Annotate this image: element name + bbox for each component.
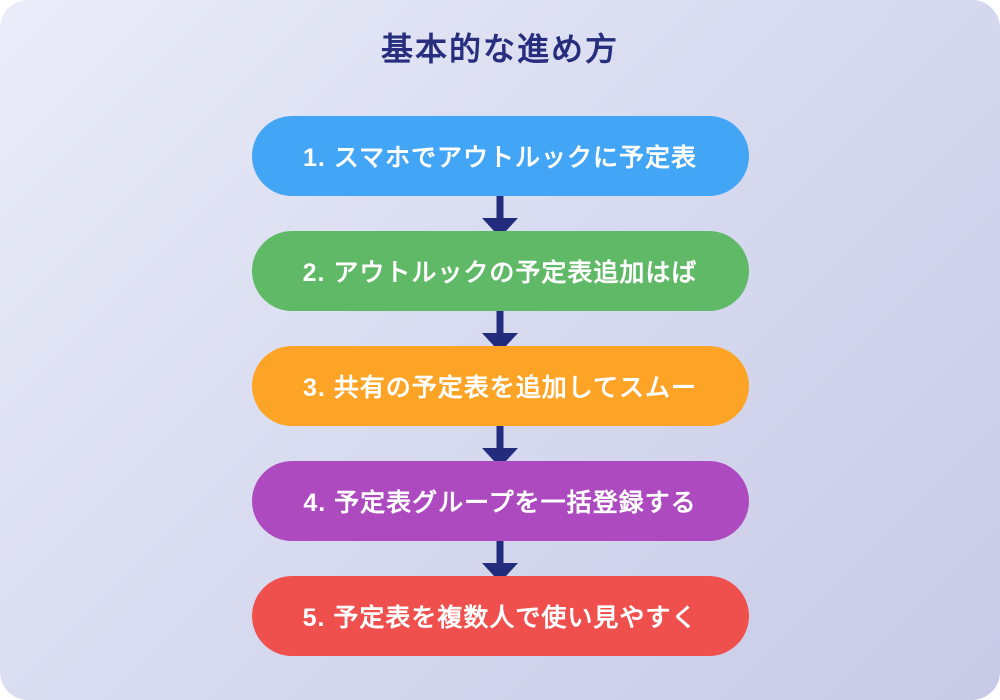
flow-step-2: 2. アウトルックの予定表追加はば xyxy=(251,231,749,312)
flow-step-4-label: 4. 予定表グループを一括登録する xyxy=(303,489,697,518)
flow-step-3-label: 3. 共有の予定表を追加してスムー xyxy=(302,374,698,403)
down-arrow-icon xyxy=(482,541,518,577)
flow-step-5: 5. 予定表を複数人で使い見やすく xyxy=(251,576,749,657)
flow-step-4: 4. 予定表グループを一括登録する xyxy=(251,461,749,542)
down-arrow-icon xyxy=(482,196,518,232)
flow-step-1-label: 1. スマホでアウトルックに予定表 xyxy=(302,144,698,173)
flow-diagram: 1. スマホでアウトルックに予定表 2. アウトルックの予定表追加はば 3. 共… xyxy=(251,116,749,657)
flow-step-5-label: 5. 予定表を複数人で使い見やすく xyxy=(302,604,698,633)
down-arrow-icon xyxy=(482,426,518,462)
flow-step-3: 3. 共有の予定表を追加してスムー xyxy=(251,346,749,427)
flow-step-2-label: 2. アウトルックの予定表追加はば xyxy=(302,259,698,288)
flow-step-1: 1. スマホでアウトルックに予定表 xyxy=(251,116,749,197)
down-arrow-icon xyxy=(482,311,518,347)
page-title: 基本的な進め方 xyxy=(380,31,619,67)
